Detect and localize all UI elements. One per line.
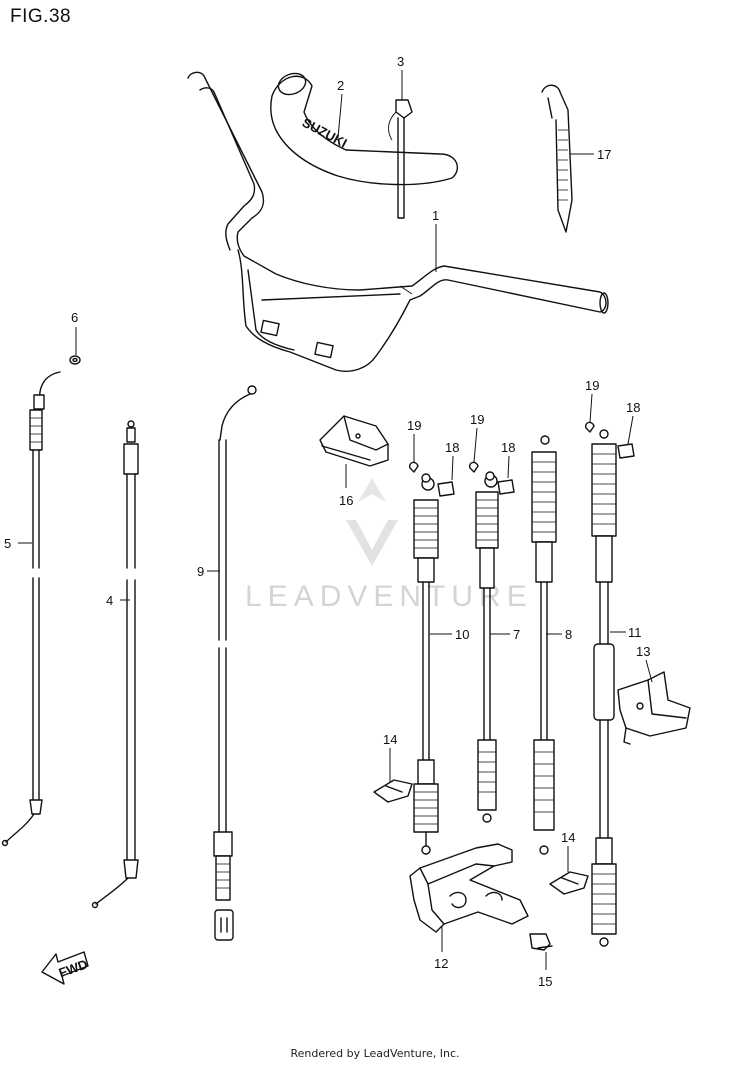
callout-15: 15 bbox=[538, 974, 552, 989]
washer[interactable] bbox=[69, 355, 81, 365]
bolt[interactable] bbox=[529, 933, 553, 951]
clip-and-bolt-set-left[interactable] bbox=[408, 461, 455, 497]
callout-2: 2 bbox=[337, 78, 344, 93]
callout-19-b: 19 bbox=[470, 412, 484, 427]
cable-bracket-upper[interactable] bbox=[617, 671, 691, 745]
footer-credit: Rendered by LeadVenture, Inc. bbox=[290, 1047, 460, 1060]
callout-18-b: 18 bbox=[501, 440, 515, 455]
rear-brake-cable-long[interactable] bbox=[591, 429, 617, 947]
handlebar-grip[interactable]: SUZUKI bbox=[270, 70, 459, 186]
callout-16: 16 bbox=[339, 493, 353, 508]
clip-and-bolt-set-mid[interactable] bbox=[468, 461, 515, 495]
callout-3: 3 bbox=[397, 54, 404, 69]
callout-10: 10 bbox=[455, 627, 469, 642]
clip-and-bolt-set-right[interactable] bbox=[584, 421, 635, 459]
parking-brake-cable[interactable] bbox=[531, 435, 557, 855]
callout-13: 13 bbox=[636, 644, 650, 659]
brake-cable-front[interactable] bbox=[413, 473, 439, 855]
callout-19-c: 19 bbox=[585, 378, 599, 393]
callout-19-a: 19 bbox=[407, 418, 421, 433]
callout-14-left: 14 bbox=[383, 732, 397, 747]
callout-18-a: 18 bbox=[445, 440, 459, 455]
callout-7: 7 bbox=[513, 627, 520, 642]
callout-4: 4 bbox=[106, 593, 113, 608]
choke-cable[interactable] bbox=[91, 420, 139, 909]
callout-17: 17 bbox=[597, 147, 611, 162]
cable-tie[interactable] bbox=[541, 84, 573, 233]
cable-holder-bracket[interactable] bbox=[409, 843, 529, 933]
throttle-cable[interactable] bbox=[1, 371, 61, 847]
callout-8: 8 bbox=[565, 627, 572, 642]
cable-clip-left[interactable] bbox=[373, 779, 413, 803]
rear-brake-cable[interactable] bbox=[213, 385, 257, 941]
callout-18-c: 18 bbox=[626, 400, 640, 415]
handlebar[interactable] bbox=[187, 71, 609, 372]
brake-cable-mid[interactable] bbox=[475, 471, 499, 823]
callout-6: 6 bbox=[71, 310, 78, 325]
cable-guide-bracket[interactable] bbox=[319, 415, 389, 467]
forward-direction-arrow: FWD bbox=[41, 951, 90, 985]
callout-12: 12 bbox=[434, 956, 448, 971]
callout-14-right: 14 bbox=[561, 830, 575, 845]
callout-9: 9 bbox=[197, 564, 204, 579]
figure-title: FIG.38 bbox=[10, 6, 72, 27]
callout-5: 5 bbox=[4, 536, 11, 551]
parts-diagram: LEADVENTURE SUZUKI bbox=[1, 54, 691, 989]
callouts: 1 2 3 4 5 6 7 8 9 10 11 12 13 14 14 15 1 bbox=[4, 54, 653, 989]
callout-11: 11 bbox=[628, 625, 642, 640]
cable-clip-right[interactable] bbox=[549, 871, 589, 895]
callout-1: 1 bbox=[432, 208, 439, 223]
cable-clamp[interactable] bbox=[388, 99, 413, 219]
